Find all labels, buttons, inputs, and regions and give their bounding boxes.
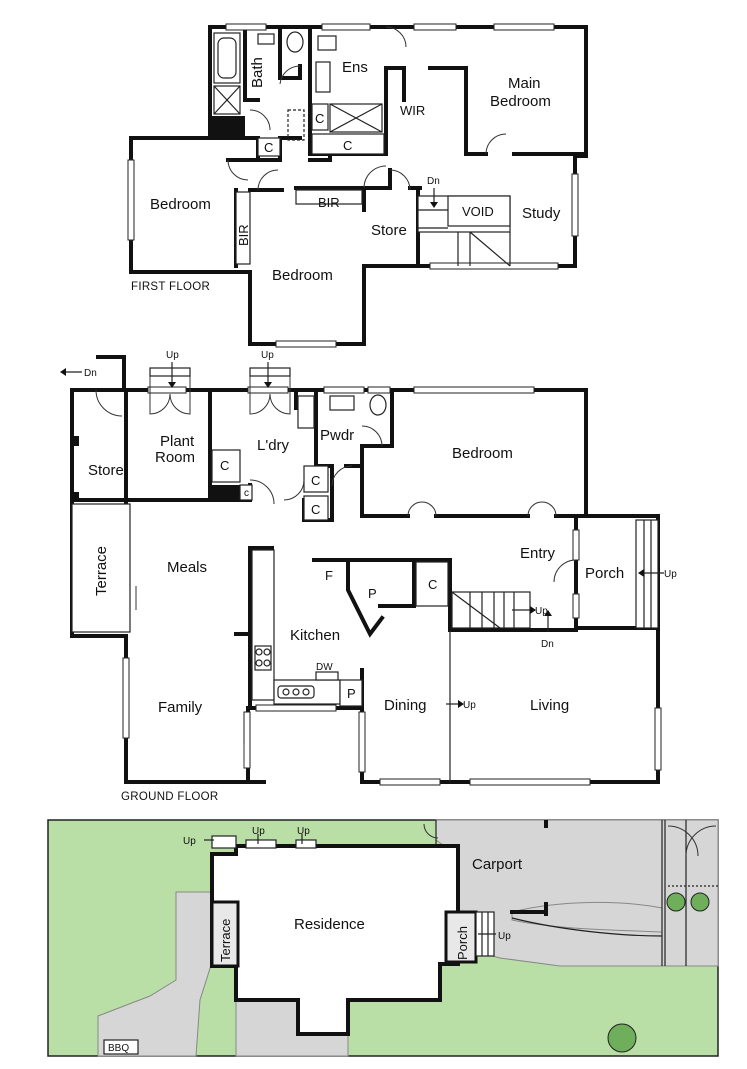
up-arrow-label: Up xyxy=(183,836,196,847)
cupboard-label: C xyxy=(428,577,437,592)
dishwasher-label: DW xyxy=(316,662,333,673)
family-label: Family xyxy=(158,699,203,716)
cupboard-label: C xyxy=(220,458,229,473)
store-label: Store xyxy=(88,462,124,479)
bir-horizontal-label: BIR xyxy=(318,195,340,210)
porch-label: Porch xyxy=(455,926,470,960)
study-label: Study xyxy=(522,205,561,222)
store-label: Store xyxy=(371,222,407,239)
dining-label: Dining xyxy=(384,697,427,714)
cupboard-label: C xyxy=(315,111,324,126)
cupboard-label: C xyxy=(343,138,352,153)
cupboard-label: C xyxy=(264,140,273,155)
dn-arrow-label: Dn xyxy=(84,368,97,379)
up-arrow-label: Up xyxy=(498,931,511,942)
void-label: VOID xyxy=(462,204,494,219)
bedroom-left-label: Bedroom xyxy=(150,196,211,213)
residence-label: Residence xyxy=(294,916,365,933)
ground-floor-plan: Store Plant Room L'dry Pwdr Bedroom Terr… xyxy=(60,350,677,803)
first-floor-title: FIRST FLOOR xyxy=(131,281,210,293)
cupboard-label: c xyxy=(244,488,249,499)
first-floor-plan: Bath Ens WIR Main Bedroom Bedroom Bedroo… xyxy=(127,23,588,348)
terrace-label: Terrace xyxy=(93,546,110,596)
living-label: Living xyxy=(530,697,569,714)
up-arrow-label: Up xyxy=(664,569,677,580)
bedroom-label: Bedroom xyxy=(452,445,513,462)
fridge-label: F xyxy=(325,568,333,583)
pantry-label: P xyxy=(368,586,377,601)
powder-label: Pwdr xyxy=(320,427,354,444)
bedroom-middle-label: Bedroom xyxy=(272,267,333,284)
cupboard-label: C xyxy=(311,473,320,488)
entry-label: Entry xyxy=(520,545,556,562)
site-plan: Residence Carport Terrace Porch BBQ Up U… xyxy=(47,819,719,1057)
kitchen-label: Kitchen xyxy=(290,627,340,644)
up-arrow-label: Up xyxy=(535,606,548,617)
up-arrow-label: Up xyxy=(252,826,265,837)
laundry-label: L'dry xyxy=(257,437,290,454)
cupboard-label: C xyxy=(311,502,320,517)
main-bedroom-label-1: Main xyxy=(508,75,541,92)
main-bedroom-label-2: Bedroom xyxy=(490,93,551,110)
up-arrow-label: Up xyxy=(297,826,310,837)
up-arrow-label: Up xyxy=(463,700,476,711)
terrace-label: Terrace xyxy=(218,919,233,962)
dn-arrow-label: Dn xyxy=(541,639,554,650)
dn-arrow-label: Dn xyxy=(427,176,440,187)
bir-vertical-label: BIR xyxy=(236,224,251,246)
up-arrow-label: Up xyxy=(166,350,179,361)
wir-label: WIR xyxy=(400,103,425,118)
bath-label: Bath xyxy=(249,57,266,88)
ground-floor-title: GROUND FLOOR xyxy=(121,791,219,803)
bbq-label: BBQ xyxy=(108,1043,129,1054)
pantry-label: P xyxy=(347,686,356,701)
plant-room-label-2: Room xyxy=(155,449,195,466)
up-arrow-label: Up xyxy=(261,350,274,361)
plant-room-label-1: Plant xyxy=(160,433,195,450)
porch-label: Porch xyxy=(585,565,624,582)
meals-label: Meals xyxy=(167,559,207,576)
ens-label: Ens xyxy=(342,59,368,76)
carport-label: Carport xyxy=(472,856,523,873)
